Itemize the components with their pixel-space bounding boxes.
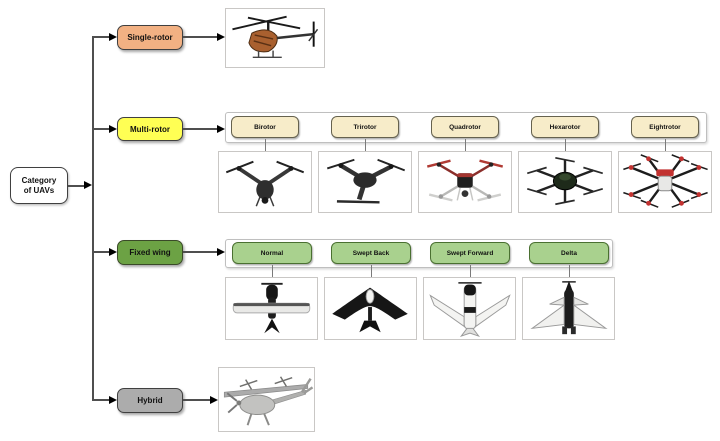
single-rotor-branch-line	[92, 36, 110, 38]
root-label-line1: Category	[21, 175, 57, 185]
multi-rotor-branch-line	[92, 128, 110, 130]
swept-back-label: Swept Back	[352, 249, 390, 257]
hybrid-label: Hybrid	[137, 396, 163, 405]
fixed-wing-label: Fixed wing	[129, 248, 171, 257]
hexarotor-label: Hexarotor	[549, 123, 581, 131]
hexarotor-drone-image	[527, 156, 603, 206]
category-box-hybrid: Hybrid	[117, 388, 183, 413]
multi-rotor-to-row-arrowhead-icon	[217, 125, 225, 133]
delta-image-box	[522, 277, 615, 340]
birotor-label: Birotor	[254, 123, 276, 131]
hybrid-to-image-line	[183, 399, 211, 401]
multi-rotor-to-row-line	[183, 128, 218, 130]
single-rotor-arrowhead-icon	[109, 33, 117, 41]
normal-connector	[272, 265, 273, 277]
single-rotor-to-image-line	[183, 36, 218, 38]
hybrid-branch-line	[92, 399, 110, 401]
delta-label: Delta	[561, 249, 577, 257]
quadrotor-drone-image	[426, 159, 504, 202]
trirotor-image-box	[318, 151, 412, 213]
hybrid-to-image-arrowhead-icon	[210, 396, 218, 404]
subtype-box-normal: Normal	[232, 242, 312, 264]
eightrotor-connector	[665, 139, 666, 151]
trirotor-drone-image	[326, 158, 406, 204]
swept-back-wing-image	[332, 287, 408, 333]
hexarotor-connector	[565, 139, 566, 151]
subtype-box-birotor: Birotor	[231, 116, 299, 138]
delta-wing-image	[530, 280, 608, 335]
trirotor-connector	[365, 139, 366, 151]
hexarotor-image-box	[518, 151, 612, 213]
quadrotor-connector	[465, 139, 466, 151]
category-box-single-rotor: Single-rotor	[117, 25, 183, 50]
root-category-box: Category of UAVs	[10, 167, 68, 204]
subtype-box-trirotor: Trirotor	[331, 116, 399, 138]
subtype-box-delta: Delta	[529, 242, 609, 264]
fixed-wing-to-row-line	[183, 251, 218, 253]
single-rotor-image-box	[225, 8, 325, 68]
subtype-box-eightrotor: Eightrotor	[631, 116, 699, 138]
swept-back-connector	[371, 265, 372, 277]
fixed-wing-arrowhead-icon	[109, 248, 117, 256]
quadrotor-image-box	[418, 151, 512, 213]
swept-forward-connector	[470, 265, 471, 277]
fixed-wing-branch-line	[92, 251, 110, 253]
root-arrowhead-icon	[84, 181, 92, 189]
swept-forward-image-box	[423, 277, 516, 340]
swept-forward-wing-image	[429, 282, 511, 338]
category-box-fixed-wing: Fixed wing	[117, 240, 183, 265]
root-label-line2: of UAVs	[23, 185, 55, 195]
hybrid-vtol-image	[223, 376, 314, 426]
single-rotor-label: Single-rotor	[127, 33, 173, 42]
normal-wing-plane-image	[232, 282, 311, 334]
root-connector-line	[68, 185, 85, 187]
hybrid-arrowhead-icon	[109, 396, 117, 404]
normal-label: Normal	[260, 249, 284, 257]
subtype-box-hexarotor: Hexarotor	[531, 116, 599, 138]
birotor-drone-image	[225, 160, 305, 207]
trirotor-label: Trirotor	[353, 123, 377, 131]
subtype-box-quadrotor: Quadrotor	[431, 116, 499, 138]
subtype-box-swept-back: Swept Back	[331, 242, 411, 264]
birotor-image-box	[218, 151, 312, 213]
single-rotor-to-image-arrowhead-icon	[217, 33, 225, 41]
swept-back-image-box	[324, 277, 417, 340]
eightrotor-image-box	[618, 151, 712, 213]
trunk-line	[92, 36, 94, 401]
birotor-connector	[265, 139, 266, 151]
fixed-wing-to-row-arrowhead-icon	[217, 248, 225, 256]
single-rotor-helicopter-image	[232, 15, 319, 59]
hybrid-image-box	[218, 367, 315, 432]
quadrotor-label: Quadrotor	[449, 123, 481, 131]
multi-rotor-label: Multi-rotor	[130, 124, 170, 134]
delta-connector	[569, 265, 570, 277]
eightrotor-label: Eightrotor	[649, 123, 681, 131]
swept-forward-label: Swept Forward	[446, 249, 494, 257]
eightrotor-drone-image	[623, 154, 708, 208]
subtype-box-swept-forward: Swept Forward	[430, 242, 510, 264]
multi-rotor-arrowhead-icon	[109, 125, 117, 133]
normal-wing-image-box	[225, 277, 318, 340]
category-box-multi-rotor: Multi-rotor	[117, 117, 183, 141]
